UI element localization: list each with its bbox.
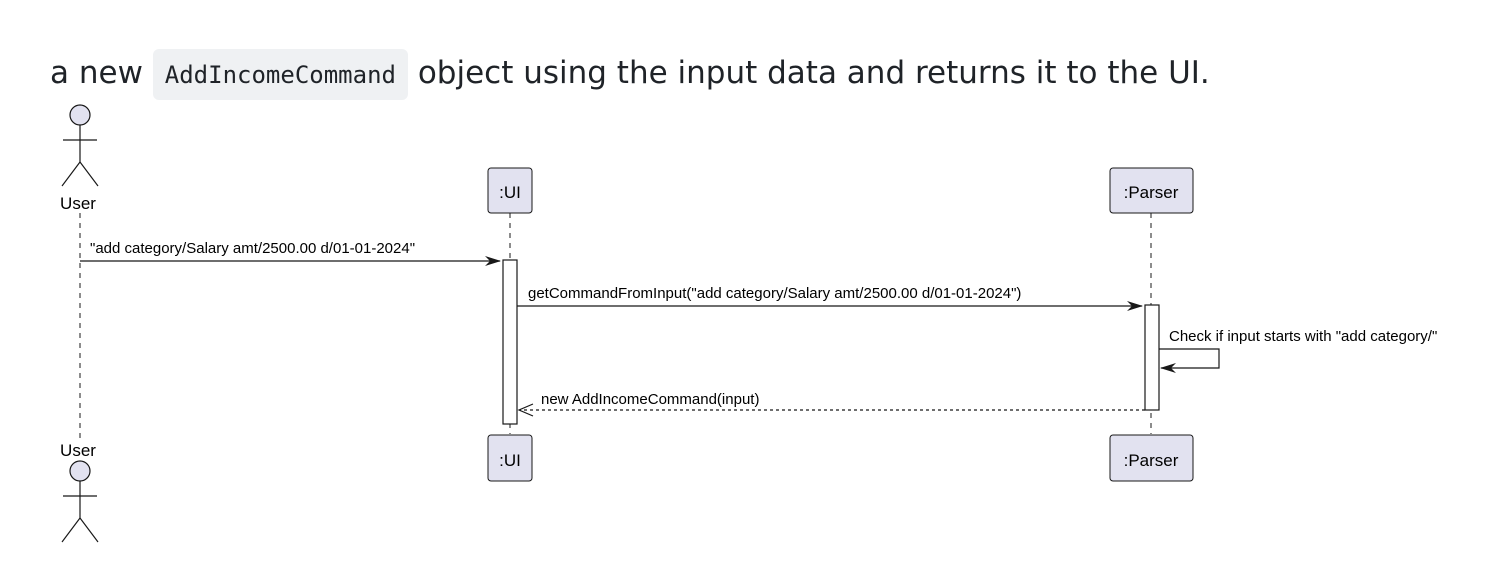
- ui-participant-box-bottom: [487, 434, 533, 482]
- arrowhead-self-check: [1160, 363, 1176, 373]
- message-ui-to-parser-label: getCommandFromInput("add category/Salary…: [528, 285, 1021, 302]
- parser-activation-bar: [1144, 304, 1160, 411]
- paragraph-suffix: object using the input data and returns …: [407, 55, 1210, 91]
- user-actor-bottom: [61, 460, 99, 543]
- inline-code-addincomecommand: AddIncomeCommand: [152, 49, 408, 100]
- user-label-top: User: [60, 194, 96, 213]
- arrowhead-return: [517, 403, 534, 417]
- message-user-to-ui-label: "add category/Salary amt/2500.00 d/01-01…: [90, 240, 415, 257]
- ui-participant-label-bottom: :UI: [499, 451, 521, 470]
- arrowhead-ui-to-parser: [1127, 301, 1143, 311]
- ui-participant-label-top: :UI: [499, 183, 521, 202]
- description-paragraph: a new AddIncomeCommand object using the …: [50, 44, 1210, 104]
- message-return-label: new AddIncomeCommand(input): [541, 391, 759, 408]
- parser-participant-box-bottom: [1109, 434, 1194, 482]
- parser-participant-label-top: :Parser: [1124, 183, 1179, 202]
- paragraph-prefix: a new: [50, 55, 153, 91]
- arrowhead-user-to-ui: [485, 256, 501, 266]
- ui-participant-box-top: [487, 167, 533, 214]
- message-self-check-label: Check if input starts with "add category…: [1169, 328, 1437, 345]
- user-label-bottom: User: [60, 441, 96, 460]
- message-self-check-arrow: [1159, 348, 1220, 369]
- parser-participant-box-top: [1109, 167, 1194, 214]
- ui-activation-bar: [502, 259, 518, 425]
- user-actor-top: [61, 104, 99, 187]
- parser-participant-label-bottom: :Parser: [1124, 451, 1179, 470]
